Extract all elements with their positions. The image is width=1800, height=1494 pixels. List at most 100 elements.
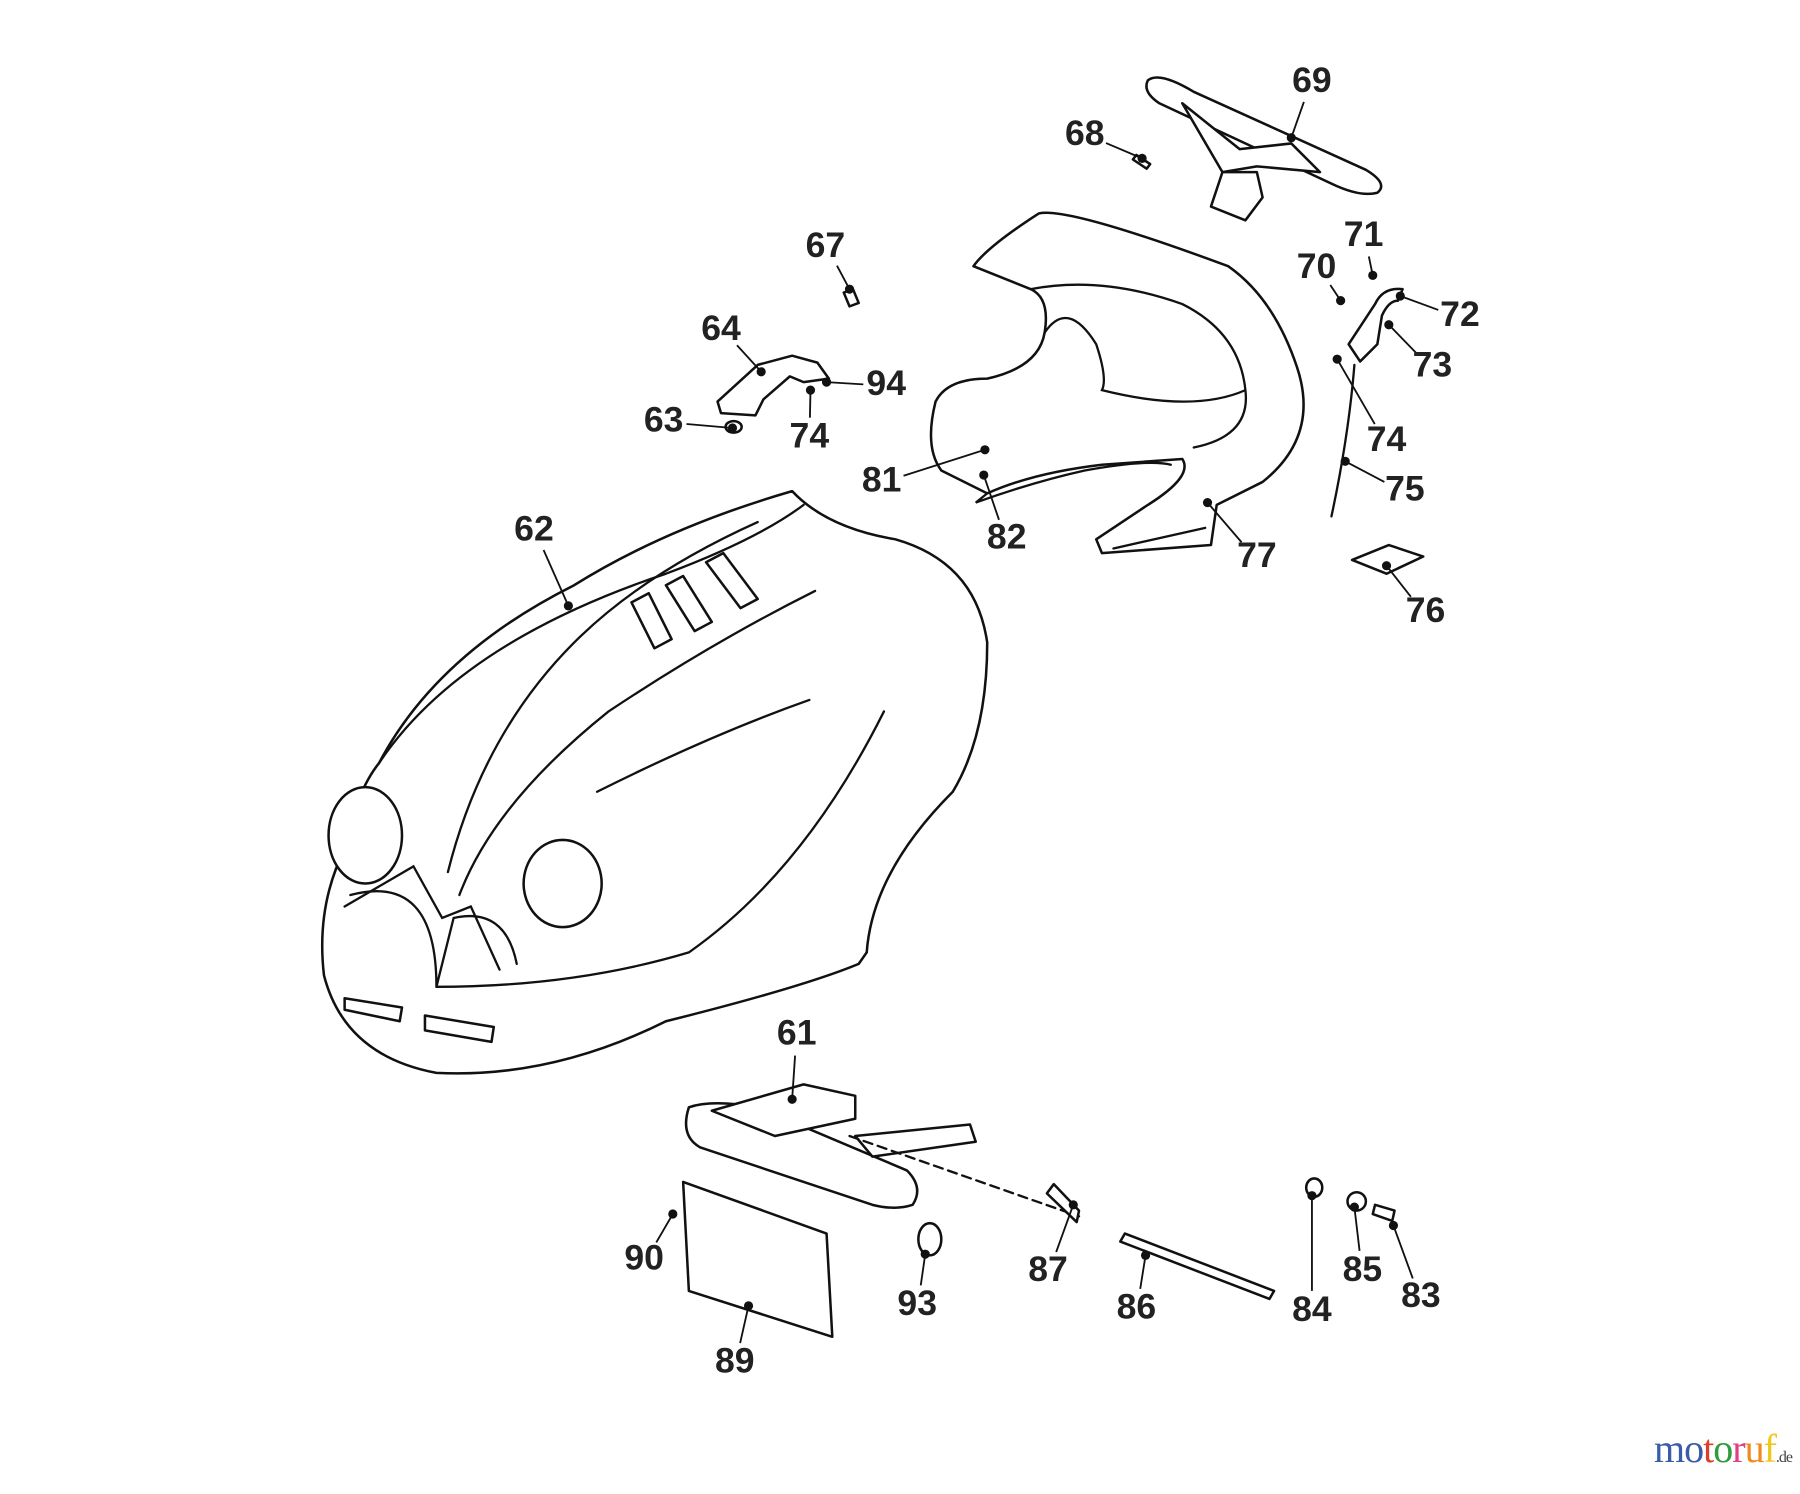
bracket-64 <box>716 354 831 417</box>
callout-83: 83 <box>1388 1220 1441 1315</box>
callout-69: 69 <box>1286 60 1332 143</box>
watermark-letter: m <box>1653 1426 1685 1471</box>
leader-dot <box>1349 1202 1359 1212</box>
license-plate <box>681 1180 834 1339</box>
watermark-letter: r <box>1732 1426 1745 1471</box>
watermark-letter: o <box>1713 1426 1733 1471</box>
callout-number: 93 <box>897 1283 937 1323</box>
callout-number: 70 <box>1297 246 1337 286</box>
callout-71: 71 <box>1344 214 1384 280</box>
leader-dot <box>1307 1191 1317 1201</box>
callout-70: 70 <box>1297 246 1346 306</box>
callout-number: 73 <box>1413 345 1453 385</box>
callout-number: 86 <box>1117 1287 1157 1327</box>
leader-dot <box>727 423 738 433</box>
leader-line <box>791 1055 797 1100</box>
watermark-suffix: .de <box>1775 1449 1793 1466</box>
leader-line <box>1344 460 1385 483</box>
leader-dot <box>1388 1220 1398 1231</box>
watermark-logo: motoruf.de <box>1653 1425 1793 1472</box>
callout-63: 63 <box>644 400 738 440</box>
leader-dot <box>743 1301 754 1311</box>
callout-number: 62 <box>514 509 554 549</box>
plate-76 <box>1350 543 1425 575</box>
leader-line <box>542 549 570 607</box>
leader-line <box>686 423 733 429</box>
leader-dot <box>1202 498 1213 508</box>
leader-dot <box>1068 1200 1078 1210</box>
leader-dot <box>1336 296 1346 306</box>
callout-number: 90 <box>624 1237 664 1277</box>
leader-dot <box>805 385 816 395</box>
leader-dot <box>787 1094 797 1104</box>
leader-dot <box>1340 456 1350 466</box>
callout-number: 81 <box>862 459 902 499</box>
callout-82: 82 <box>979 470 1027 557</box>
leader-line <box>1206 501 1243 543</box>
callout-87: 87 <box>1028 1200 1078 1289</box>
callout-93: 93 <box>897 1249 937 1323</box>
callout-68: 68 <box>1065 113 1147 163</box>
watermark-letter: u <box>1744 1426 1765 1471</box>
hood <box>320 489 989 1075</box>
leader-line <box>826 381 864 386</box>
callout-number: 67 <box>806 225 846 265</box>
watermark-letter: o <box>1684 1426 1704 1471</box>
callout-number: 68 <box>1065 113 1105 153</box>
cable-75 <box>1330 363 1356 518</box>
callout-number: 74 <box>1367 419 1407 459</box>
leader-dot <box>844 284 855 294</box>
callout-84: 84 <box>1292 1191 1332 1329</box>
leader-line <box>1399 295 1439 311</box>
leader-line <box>1139 1255 1147 1290</box>
callout-72: 72 <box>1395 291 1480 334</box>
watermark-letter: t <box>1703 1426 1714 1471</box>
callout-number: 76 <box>1406 590 1446 630</box>
callout-number: 63 <box>644 400 684 440</box>
leader-line <box>1388 324 1417 354</box>
rod-86 <box>1119 1232 1276 1301</box>
callout-73: 73 <box>1384 320 1453 385</box>
leader-line <box>1336 358 1376 425</box>
callout-number: 75 <box>1385 469 1425 509</box>
bolt-83 <box>1371 1203 1396 1223</box>
leader-line <box>736 344 762 373</box>
callout-number: 64 <box>701 308 741 348</box>
callout-76: 76 <box>1381 561 1446 630</box>
callout-85: 85 <box>1343 1202 1383 1289</box>
callout-75: 75 <box>1340 456 1425 509</box>
dashboard-cover <box>929 211 1305 555</box>
steering-wheel <box>1145 76 1383 222</box>
callout-number: 87 <box>1028 1249 1068 1289</box>
callout-number: 71 <box>1344 214 1384 254</box>
callout-74: 74 <box>1332 354 1407 459</box>
callout-number: 77 <box>1237 535 1277 575</box>
callout-number: 72 <box>1440 294 1480 334</box>
callout-61: 61 <box>777 1012 817 1104</box>
leader-dot <box>1137 153 1147 163</box>
callout-62: 62 <box>514 509 573 611</box>
leader-line <box>903 448 986 477</box>
callout-64: 64 <box>701 308 766 377</box>
leader-line <box>1055 1204 1075 1253</box>
leader-dot <box>1286 133 1296 143</box>
leader-dot <box>1381 561 1392 571</box>
callout-67: 67 <box>806 225 855 294</box>
callout-number: 85 <box>1343 1249 1383 1289</box>
callout-number: 83 <box>1401 1275 1441 1315</box>
callout-number: 89 <box>715 1341 755 1381</box>
leader-line <box>1105 142 1143 160</box>
leader-dot <box>1368 270 1378 280</box>
leader-dot <box>668 1209 678 1219</box>
callout-number: 82 <box>987 517 1027 557</box>
callout-90: 90 <box>624 1209 678 1277</box>
callout-86: 86 <box>1117 1250 1157 1327</box>
leader-dot <box>1384 320 1394 330</box>
leader-dot <box>980 445 990 455</box>
watermark-letter: f <box>1763 1426 1777 1471</box>
leader-dot <box>563 601 573 611</box>
callout-94: 94 <box>821 363 906 403</box>
leader-line <box>808 390 812 418</box>
callout-number: 74 <box>790 416 830 456</box>
